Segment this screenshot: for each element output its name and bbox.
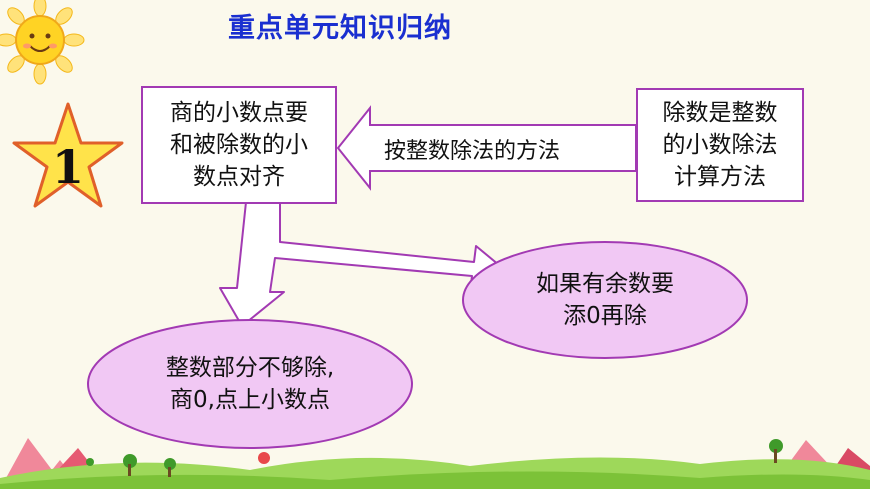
ellipse-right-shape xyxy=(462,241,748,359)
ellipse-right-line-2: 添0再除 xyxy=(563,303,647,329)
sun-icon xyxy=(0,0,85,85)
box-right-line-1: 除数是整数 xyxy=(662,100,778,126)
box-left-line-2: 和被除数的小 xyxy=(170,132,308,158)
box-left-line-3: 数点对齐 xyxy=(193,164,285,190)
star-number-label: 1 xyxy=(51,140,84,194)
ellipse-left-text: 整数部分不够除, 商0,点上小数点 xyxy=(120,352,380,416)
box-left-line-1: 商的小数点要 xyxy=(170,100,308,126)
ellipse-right-text: 如果有余数要 添0再除 xyxy=(490,268,720,332)
ellipse-left-line-1: 整数部分不够除, xyxy=(165,355,335,381)
landscape-decoration xyxy=(0,438,870,489)
ellipse-left-line-2: 商0,点上小数点 xyxy=(170,387,330,413)
ellipse-left-shape xyxy=(87,319,413,449)
ellipse-right-line-1: 如果有余数要 xyxy=(536,271,674,297)
method-arrow-label: 按整数除法的方法 xyxy=(384,139,561,164)
method-arrow xyxy=(336,105,637,191)
page-title: 重点单元知识归纳 xyxy=(228,13,452,44)
box-left: 商的小数点要 和被除数的小 数点对齐 xyxy=(141,86,337,204)
box-right-line-2: 的小数除法 xyxy=(662,132,778,158)
branch-arrow xyxy=(219,201,506,327)
box-right-line-3: 计算方法 xyxy=(674,164,766,190)
star-badge-icon xyxy=(12,102,124,208)
box-right: 除数是整数 的小数除法 计算方法 xyxy=(636,88,804,202)
